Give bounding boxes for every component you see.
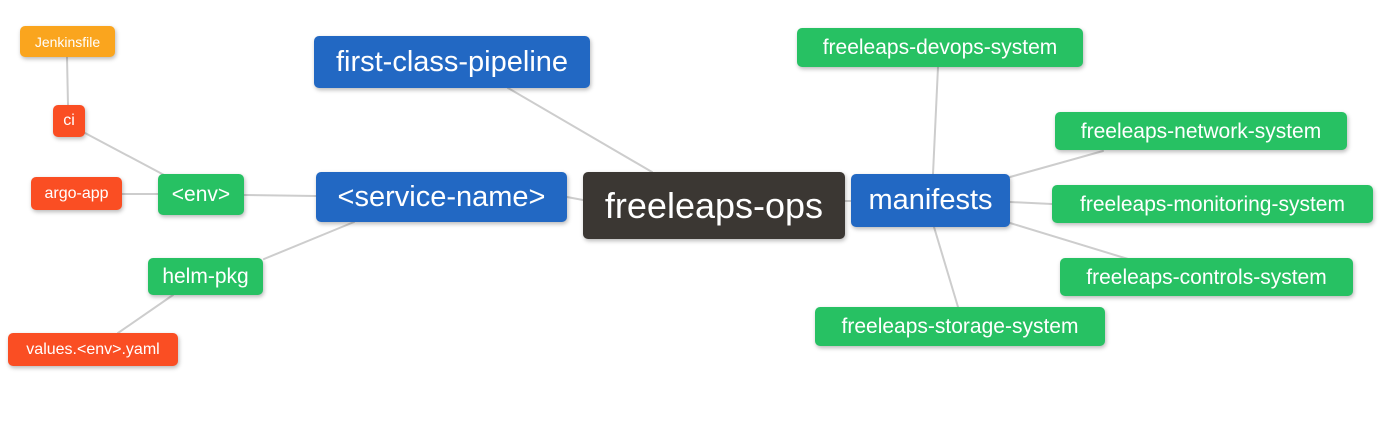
node-helm-pkg[interactable]: helm-pkg <box>148 258 263 295</box>
node-label-first-class-pipeline: first-class-pipeline <box>335 45 569 78</box>
node-label-manifests: manifests <box>868 184 993 216</box>
edge-ci--env <box>84 132 167 177</box>
node-freeleaps-network-system[interactable]: freeleaps-network-system <box>1055 112 1347 150</box>
edge-jenkinsfile--ci <box>66 56 69 106</box>
edge-manifests--freeleaps-controls-system <box>1009 222 1129 260</box>
node-label-helm-pkg: helm-pkg <box>162 265 249 288</box>
edge-env--service-name <box>243 194 317 197</box>
node-label-service-name: <service-name> <box>337 180 546 213</box>
edge-manifests--freeleaps-devops-system <box>932 66 939 175</box>
node-label-values-env-yaml: values.<env>.yaml <box>26 340 160 358</box>
node-manifests[interactable]: manifests <box>851 174 1010 227</box>
node-label-ci: ci <box>63 112 75 129</box>
node-freeleaps-ops[interactable]: freeleaps-ops <box>583 172 845 239</box>
node-values-env-yaml[interactable]: values.<env>.yaml <box>8 333 178 366</box>
node-label-freeleaps-ops: freeleaps-ops <box>604 184 824 226</box>
node-freeleaps-controls-system[interactable]: freeleaps-controls-system <box>1060 258 1353 296</box>
node-argo-app[interactable]: argo-app <box>31 177 122 210</box>
edge-helm-pkg--values-env-yaml <box>117 294 174 334</box>
node-first-class-pipeline[interactable]: first-class-pipeline <box>314 36 590 88</box>
node-label-freeleaps-monitoring-system: freeleaps-monitoring-system <box>1080 192 1345 216</box>
node-label-argo-app: argo-app <box>44 184 109 202</box>
node-label-freeleaps-network-system: freeleaps-network-system <box>1080 119 1322 143</box>
node-freeleaps-devops-system[interactable]: freeleaps-devops-system <box>797 28 1083 67</box>
edge-service-name--helm-pkg <box>263 221 355 260</box>
edge-manifests--freeleaps-network-system <box>1009 150 1104 178</box>
node-label-freeleaps-storage-system: freeleaps-storage-system <box>841 315 1079 338</box>
node-ci[interactable]: ci <box>53 105 85 137</box>
node-freeleaps-storage-system[interactable]: freeleaps-storage-system <box>815 307 1105 346</box>
node-jenkinsfile[interactable]: Jenkinsfile <box>20 26 115 57</box>
node-freeleaps-monitoring-system[interactable]: freeleaps-monitoring-system <box>1052 185 1373 223</box>
edge-manifests--freeleaps-monitoring-system <box>1009 201 1053 205</box>
node-label-freeleaps-controls-system: freeleaps-controls-system <box>1086 265 1327 289</box>
edge-first-class-pipeline--freeleaps-ops <box>507 87 653 173</box>
node-label-jenkinsfile: Jenkinsfile <box>34 33 101 50</box>
node-label-freeleaps-devops-system: freeleaps-devops-system <box>822 36 1058 59</box>
edge-manifests--freeleaps-storage-system <box>933 226 959 308</box>
node-service-name[interactable]: <service-name> <box>316 172 567 222</box>
node-label-env: <env> <box>171 183 231 206</box>
node-env[interactable]: <env> <box>158 174 244 215</box>
edge-service-name--freeleaps-ops <box>566 196 584 201</box>
